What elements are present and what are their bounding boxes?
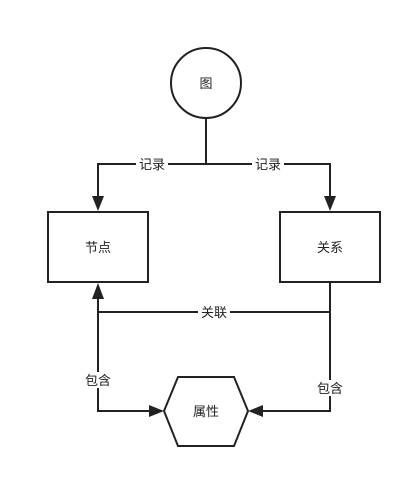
edge-label-bg-relation-node (198, 304, 230, 320)
edge-graph-to-node-arrow (92, 196, 104, 211)
edge-labels-layer: 记录 记录 关联 包含 包含 (82, 156, 346, 397)
edge-label-bg-graph-relation (252, 156, 284, 172)
node-graph-shape[interactable] (170, 47, 242, 119)
edge-label-bg-node-property (82, 372, 114, 388)
node-node-label: 节点 (85, 241, 111, 256)
edge-label-bg-graph-node (136, 156, 168, 172)
edge-label-node-to-property: 包含 (85, 373, 111, 389)
node-node-shape[interactable] (47, 211, 149, 283)
node-graph-label: 图 (199, 77, 212, 92)
edge-node-to-property-arrow (149, 405, 164, 417)
edge-label-bg-relation-property (314, 380, 346, 396)
edge-label-graph-to-relation: 记录 (255, 158, 281, 173)
node-relation[interactable]: 关系 (279, 211, 381, 283)
node-relation-label: 关系 (317, 241, 343, 256)
node-graph[interactable]: 图 (170, 47, 242, 119)
edge-graph-to-relation-arrow (324, 196, 336, 211)
nodes-layer: 图 节点 关系 属性 (47, 47, 381, 447)
node-relation-shape[interactable] (279, 211, 381, 283)
node-property-label: 属性 (193, 405, 219, 420)
edge-relation-to-property-arrow (248, 405, 263, 417)
edge-relation-to-property-line (263, 312, 331, 412)
edge-label-graph-to-node: 记录 (139, 158, 165, 173)
edge-relation-to-node-arrow (92, 283, 104, 299)
edge-graph-to-relation-line (206, 163, 331, 196)
node-node[interactable]: 节点 (47, 211, 149, 283)
edge-label-relation-to-property: 包含 (317, 381, 343, 397)
edge-node-to-property-line (97, 312, 149, 412)
node-property-shape[interactable] (162, 376, 250, 447)
node-property[interactable]: 属性 (162, 376, 250, 447)
edge-label-relation-to-node: 关联 (201, 306, 227, 321)
